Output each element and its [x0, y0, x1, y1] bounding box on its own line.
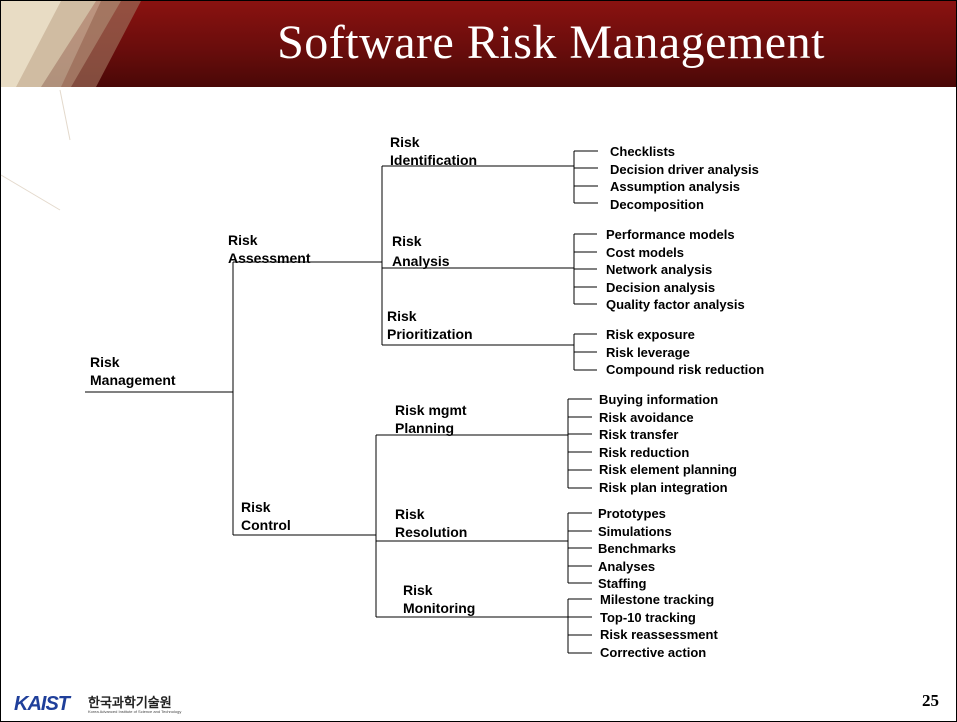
- node-line: Assessment: [228, 250, 311, 266]
- leaf-item: Buying information: [599, 392, 719, 407]
- node-line: Monitoring: [403, 600, 476, 616]
- node-line: Risk mgmt: [395, 402, 467, 418]
- node-line: Risk: [90, 354, 120, 370]
- leaf-item: Risk exposure: [606, 327, 695, 342]
- node-risk-assessment: Risk Assessment: [228, 231, 311, 267]
- node-line: Risk: [390, 134, 420, 150]
- leaf-item: Cost models: [606, 244, 685, 260]
- page-number: 25: [922, 691, 939, 710]
- planning-items: Buying information Risk avoidance Risk t…: [599, 391, 737, 496]
- node-risk-monitoring: Risk Monitoring: [403, 581, 475, 617]
- node-line: Risk: [228, 232, 258, 248]
- node-risk-control: Risk Control: [241, 498, 291, 534]
- leaf-item: Analyses: [598, 558, 656, 574]
- node-line: Risk: [241, 499, 271, 515]
- resolution-items: Prototypes Simulations Benchmarks Analys…: [598, 505, 676, 593]
- leaf-item: Quality factor analysis: [606, 297, 745, 312]
- node-risk-management: Risk Management: [90, 353, 176, 389]
- node-line: Identification: [390, 152, 478, 168]
- node-line: Risk: [395, 506, 425, 522]
- leaf-item: Prototypes: [598, 506, 666, 521]
- node-risk-identification: Risk Identification: [390, 133, 477, 169]
- node-line: Risk: [403, 582, 433, 598]
- leaf-item: Risk reassessment: [600, 627, 718, 642]
- leaf-item: Risk plan integration: [599, 479, 728, 495]
- leaf-item: Compound risk reduction: [606, 362, 765, 377]
- leaf-item: Decision driver analysis: [610, 161, 759, 177]
- header-decoration: [1, 1, 141, 87]
- leaf-item: Risk element planning: [599, 462, 737, 477]
- leaf-item: Decomposition: [610, 196, 704, 212]
- leaf-item: Staffing: [598, 576, 647, 591]
- slide-title: Software Risk Management: [277, 16, 825, 69]
- prioritization-items: Risk exposure Risk leverage Compound ris…: [606, 326, 764, 379]
- identification-items: Checklists Decision driver analysis Assu…: [610, 143, 759, 213]
- analysis-items: Performance models Cost models Network a…: [606, 226, 745, 314]
- leaf-item: Decision analysis: [606, 279, 716, 295]
- node-line: Prioritization: [387, 326, 473, 342]
- leaf-item: Risk reduction: [599, 444, 690, 460]
- slide-header: Software Risk Management: [1, 1, 956, 87]
- monitoring-items: Milestone tracking Top-10 tracking Risk …: [600, 591, 718, 661]
- node-line: Planning: [395, 420, 455, 436]
- leaf-item: Risk transfer: [599, 427, 679, 442]
- leaf-item: Network analysis: [606, 262, 713, 277]
- node-line: Control: [241, 517, 291, 533]
- leaf-item: Risk leverage: [606, 344, 690, 360]
- leaf-item: Performance models: [606, 227, 735, 242]
- institute-name-korean: 한국과학기술원: [88, 695, 172, 710]
- leaf-item: Milestone tracking: [600, 592, 715, 607]
- node-line: Resolution: [395, 524, 468, 540]
- node-risk-resolution: Risk Resolution: [395, 505, 467, 541]
- leaf-item: Simulations: [598, 523, 672, 539]
- leaf-item: Benchmarks: [598, 541, 677, 556]
- kaist-logo: KAIST: [14, 693, 70, 715]
- node-risk-mgmt-planning: Risk mgmt Planning: [395, 401, 467, 437]
- leaf-item: Checklists: [610, 144, 676, 159]
- leaf-item: Corrective action: [600, 644, 707, 660]
- node-risk-analysis: Risk Analysis: [392, 231, 450, 271]
- node-line: Risk: [387, 308, 417, 324]
- node-line: Management: [90, 372, 176, 388]
- leaf-item: Risk avoidance: [599, 409, 694, 425]
- node-line: Risk: [392, 233, 422, 249]
- institute-name-english: Korea Advanced Institute of Science and …: [88, 709, 182, 714]
- node-risk-prioritization: Risk Prioritization: [387, 307, 473, 343]
- node-line: Analysis: [392, 253, 450, 269]
- leaf-item: Assumption analysis: [610, 179, 741, 194]
- leaf-item: Top-10 tracking: [600, 609, 696, 625]
